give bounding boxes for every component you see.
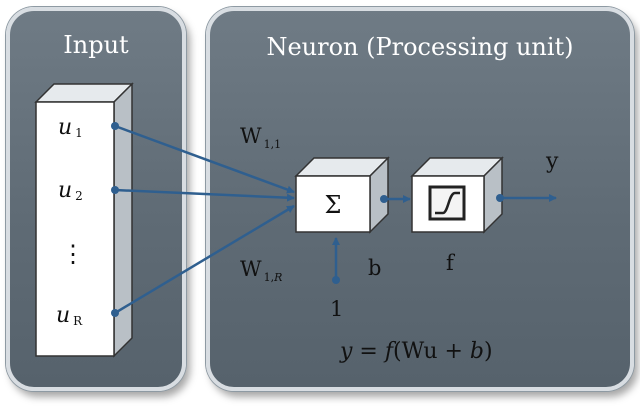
connection-uR bbox=[114, 204, 295, 315]
output-dot bbox=[496, 194, 504, 202]
connection-u1 bbox=[114, 124, 295, 194]
sigmoid-icon bbox=[428, 185, 466, 221]
activation-label: f bbox=[446, 251, 456, 275]
summation-symbol: Σ bbox=[325, 191, 342, 219]
summation-box bbox=[294, 156, 390, 234]
input-panel-title: Input bbox=[63, 31, 129, 59]
output-label: y bbox=[545, 149, 559, 174]
input-dot-uR bbox=[111, 309, 119, 317]
input-ellipsis: ⋮ bbox=[61, 240, 85, 268]
input-dot-u2 bbox=[111, 186, 119, 194]
input-vector-box bbox=[34, 82, 134, 358]
neuron-formula: y = f(Wu + b) bbox=[339, 339, 493, 364]
activation-box bbox=[410, 156, 504, 234]
bias-dot bbox=[332, 276, 340, 284]
neuron-panel-title: Neuron (Processing unit) bbox=[266, 33, 574, 61]
bias-input-value: 1 bbox=[330, 297, 343, 321]
input-dot-u1 bbox=[111, 122, 119, 130]
bias-label: b bbox=[368, 256, 381, 280]
sum-output-dot bbox=[380, 195, 388, 203]
connection-u2 bbox=[114, 188, 295, 202]
